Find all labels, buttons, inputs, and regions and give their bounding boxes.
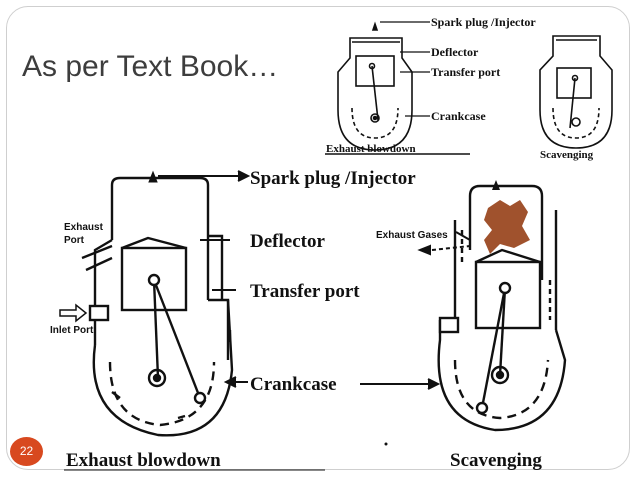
small-engine-right [539, 35, 613, 149]
large-engine-right [437, 184, 567, 432]
large-label-crankcase: Crankcase [250, 374, 337, 395]
exhaust-gases-arrow-icon [417, 231, 471, 256]
small-leader-lines [380, 21, 430, 117]
small-label-scavenging: Scavenging [540, 149, 594, 161]
stray-dot [384, 442, 388, 446]
page-number-badge: 22 [10, 437, 43, 466]
large-label-exhaust-blowdown: Exhaust blowdown [66, 450, 221, 471]
slide-title: As per Text Book… [22, 50, 279, 83]
spark-plug-icon [148, 170, 158, 183]
spark-plug-right-icon [492, 180, 500, 190]
small-label-deflector: Deflector [431, 45, 479, 59]
large-label-spark-plug: Spark plug /Injector [250, 168, 416, 189]
large-label-exhaust-port-1: Exhaust [64, 222, 104, 233]
small-label-crankcase: Crankcase [431, 109, 486, 123]
small-label-exhaust-blowdown: Exhaust blowdown [326, 143, 416, 155]
large-leader-lines [158, 170, 441, 390]
inlet-arrow-icon [59, 303, 88, 323]
large-label-deflector: Deflector [250, 231, 325, 252]
large-engine-left [81, 176, 234, 437]
small-label-spark-plug: Spark plug /Injector [431, 15, 536, 29]
small-engine-left [325, 21, 470, 155]
small-label-transfer-port: Transfer port [431, 65, 500, 79]
large-label-exhaust-port-2: Port [64, 235, 85, 246]
large-label-transfer-port: Transfer port [250, 281, 360, 302]
large-label-inlet-port: Inlet Port [50, 325, 94, 336]
exhaust-smoke-icon [484, 200, 530, 254]
large-label-scavenging: Scavenging [450, 450, 542, 471]
large-label-exhaust-gases: Exhaust Gases [376, 230, 448, 241]
